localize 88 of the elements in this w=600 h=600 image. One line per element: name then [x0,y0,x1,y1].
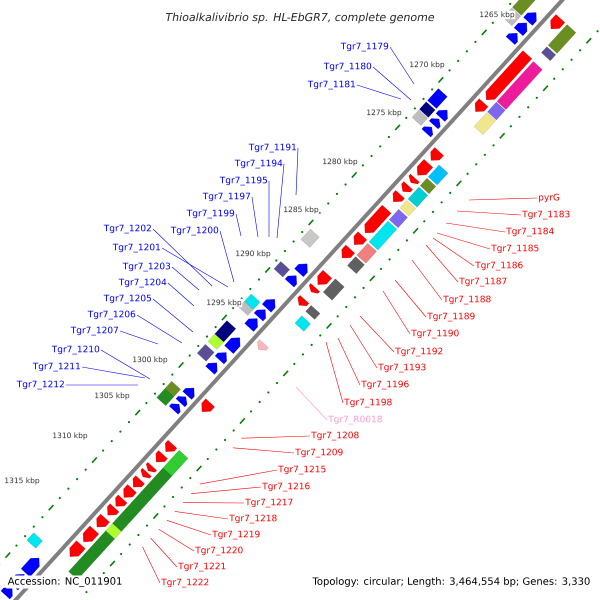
gene-label: Tgr7_1216 [262,482,310,492]
leader-line [326,342,344,404]
leader-line [382,290,410,334]
gene-label: Tgr7_R0018 [328,416,382,424]
gene-label: Tgr7_1198 [344,398,392,408]
gene-label: Tgr7_1200 [170,226,218,236]
gene-label: Tgr7_1180 [324,62,372,72]
leader-line [412,260,442,300]
gene-label: Tgr7_1220 [195,546,243,556]
leader-line [182,502,244,504]
leader-line [390,46,414,84]
gene-label: Tgr7_1195 [220,176,267,186]
gene-label: Tgr7_1187 [459,278,506,286]
gene-label: Tgr7_1207 [70,326,118,336]
title: Thioalkalivibrio sp. HL-EbGR7, complete genome [166,12,434,24]
gene-label: Tgr7_1205 [104,294,151,304]
gene-label: pyrG [539,194,560,202]
gene-label: Tgr7_1208 [311,432,359,440]
leader-line [296,386,328,420]
gene-label: Tgr7_1196 [361,380,409,390]
genome-info-text: Topology: circular; Length: 3,464,554 bp; Genes: 3,330 [310,576,592,588]
leader-line [120,330,158,344]
gene-label: Tgr7_1184 [506,228,554,236]
gene-label: Tgr7_1218 [229,514,277,524]
leader-line [66,384,138,386]
leader-line [152,298,194,332]
leader-line [136,314,182,344]
leader-line [241,436,310,438]
leader-line [82,366,146,378]
gene-label: Tgr7_1212 [16,380,64,390]
gene-label: Tgr7_1201 [112,244,160,252]
gene-label: Tgr7_1181 [308,80,355,90]
gene-label: Tgr7_1183 [522,210,570,220]
leader-line [150,538,178,568]
leader-line [360,316,394,352]
leader-line [162,248,228,288]
gene-label: Tgr7_1219 [212,530,260,540]
leader-line [296,148,298,196]
gene-label: Tgr7_1211 [32,362,80,372]
gene-label: Tgr7_1194 [234,160,282,168]
gene-label: Tgr7_1193 [378,364,426,372]
leader-line [168,282,194,306]
leader-line [268,180,270,238]
leader-line [174,511,228,520]
gene-label: Tgr7_1197 [202,192,250,202]
leader-line [446,222,506,232]
leader-line [200,470,278,484]
leader-line [252,196,258,238]
gene-label: Tgr7_1190 [411,330,459,338]
gene-label: Tgr7_1222 [161,578,208,588]
gene-label: Tgr7_1210 [52,346,100,354]
leader-line [338,338,360,386]
gene-label: Tgr7_1217 [245,498,292,508]
leader-line [350,324,378,368]
leader-line [436,232,490,250]
gene-label: Tgr7_1204 [118,278,166,288]
leader-line [372,66,412,100]
gene-label: Tgr7_1189 [427,312,475,322]
gene-label: Tgr7_1191 [248,144,296,152]
gene-label: Tgr7_1215 [278,466,326,474]
leader-line [468,198,538,200]
leader-line [100,350,150,380]
leader-line [356,84,402,100]
leader-line [394,280,426,318]
leader-line [158,528,194,552]
leader-line [426,244,458,282]
gene-label: Tgr7_1188 [443,296,491,304]
gene-label: Tgr7_1185 [491,244,538,254]
leader-line [220,230,234,282]
leader-line [456,210,522,216]
gene-label: Tgr7_1186 [475,262,523,270]
leader-line [152,228,212,286]
leader-line [166,520,212,536]
leader-line [142,546,160,584]
leader-line [432,238,474,266]
gene-label: Tgr7_1179 [340,42,388,52]
gene-label: Tgr7_1199 [186,210,234,218]
gene-label: Tgr7_1203 [122,262,170,272]
leader-line [190,486,262,494]
leader-line [172,266,200,290]
gene-label: Tgr7_1221 [178,562,226,572]
leader-line [232,448,294,454]
gene-label: Tgr7_1192 [395,348,442,356]
gene-label: Tgr7_1209 [295,448,343,458]
leader-line [236,214,242,236]
leader-line [276,164,284,238]
gene-label: Tgr7_1202 [104,224,151,234]
gene-label: Tgr7_1206 [88,310,136,320]
